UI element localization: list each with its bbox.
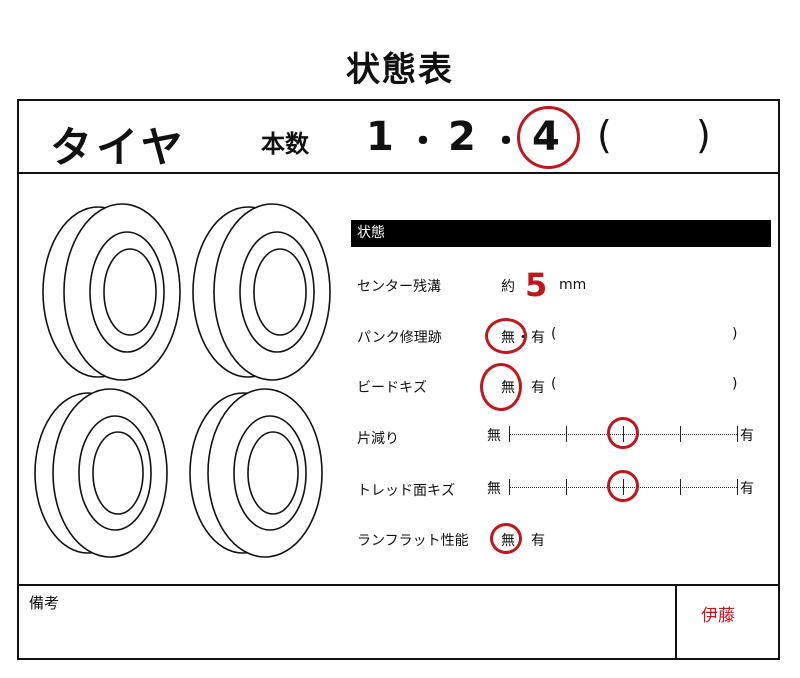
count-other-close: ) xyxy=(696,113,711,157)
tread-depth-label: センター残溝 xyxy=(357,279,441,295)
count-option-1[interactable]: 1 xyxy=(366,114,394,160)
tread-damage-marker xyxy=(607,470,639,502)
uneven-wear-marker xyxy=(607,417,639,449)
tread-depth-value[interactable]: 5 xyxy=(525,266,548,304)
uneven-wear-left-label: 無 xyxy=(487,428,501,444)
page-title: 状態表 xyxy=(346,50,454,90)
remarks-label: 備考 xyxy=(29,594,60,612)
signature-divider xyxy=(675,584,677,660)
tire-icon-rear-right xyxy=(189,388,323,558)
puncture-detail-open: ( xyxy=(551,326,557,342)
status-section-header: 状態 xyxy=(351,220,771,247)
item-label: タイヤ xyxy=(50,123,187,172)
tread-damage-right-label: 有 xyxy=(740,481,754,497)
count-label: 本数 xyxy=(261,130,309,158)
inspector-signature: 伊藤 xyxy=(701,606,735,626)
form-frame xyxy=(17,99,780,660)
tread-depth-unit: mm xyxy=(559,277,587,293)
count-other-open: ( xyxy=(597,113,612,157)
bead-option-yes[interactable]: 有 xyxy=(531,380,545,396)
footer-divider xyxy=(17,584,780,586)
tread-depth-prefix: 約 xyxy=(501,279,515,295)
bead-selected-circle xyxy=(480,363,522,411)
bead-detail-close: ) xyxy=(732,376,738,392)
header-divider xyxy=(17,172,780,174)
puncture-repair-label: パンク修理跡 xyxy=(357,330,442,346)
count-option-2[interactable]: 2 xyxy=(448,114,476,160)
puncture-detail-close: ) xyxy=(732,326,738,342)
runflat-label: ランフラット性能 xyxy=(357,533,469,549)
tread-damage-left-label: 無 xyxy=(487,481,501,497)
runflat-selected-circle xyxy=(490,523,522,554)
puncture-option-yes[interactable]: 有 xyxy=(531,330,545,346)
tire-icon-rear-left xyxy=(34,388,168,558)
tire-icon-front-right xyxy=(192,203,331,381)
runflat-option-yes[interactable]: 有 xyxy=(531,533,545,549)
tire-icon-front-left xyxy=(42,203,181,381)
count-selected-circle xyxy=(517,106,580,169)
uneven-wear-label: 片減り xyxy=(357,431,399,447)
puncture-selected-circle xyxy=(485,318,527,354)
bead-detail-open: ( xyxy=(551,376,557,392)
count-separator: ・ xyxy=(406,122,440,162)
uneven-wear-right-label: 有 xyxy=(740,428,754,444)
bead-damage-label: ビードキズ xyxy=(357,380,427,396)
tread-damage-label: トレッド面キズ xyxy=(357,483,455,499)
